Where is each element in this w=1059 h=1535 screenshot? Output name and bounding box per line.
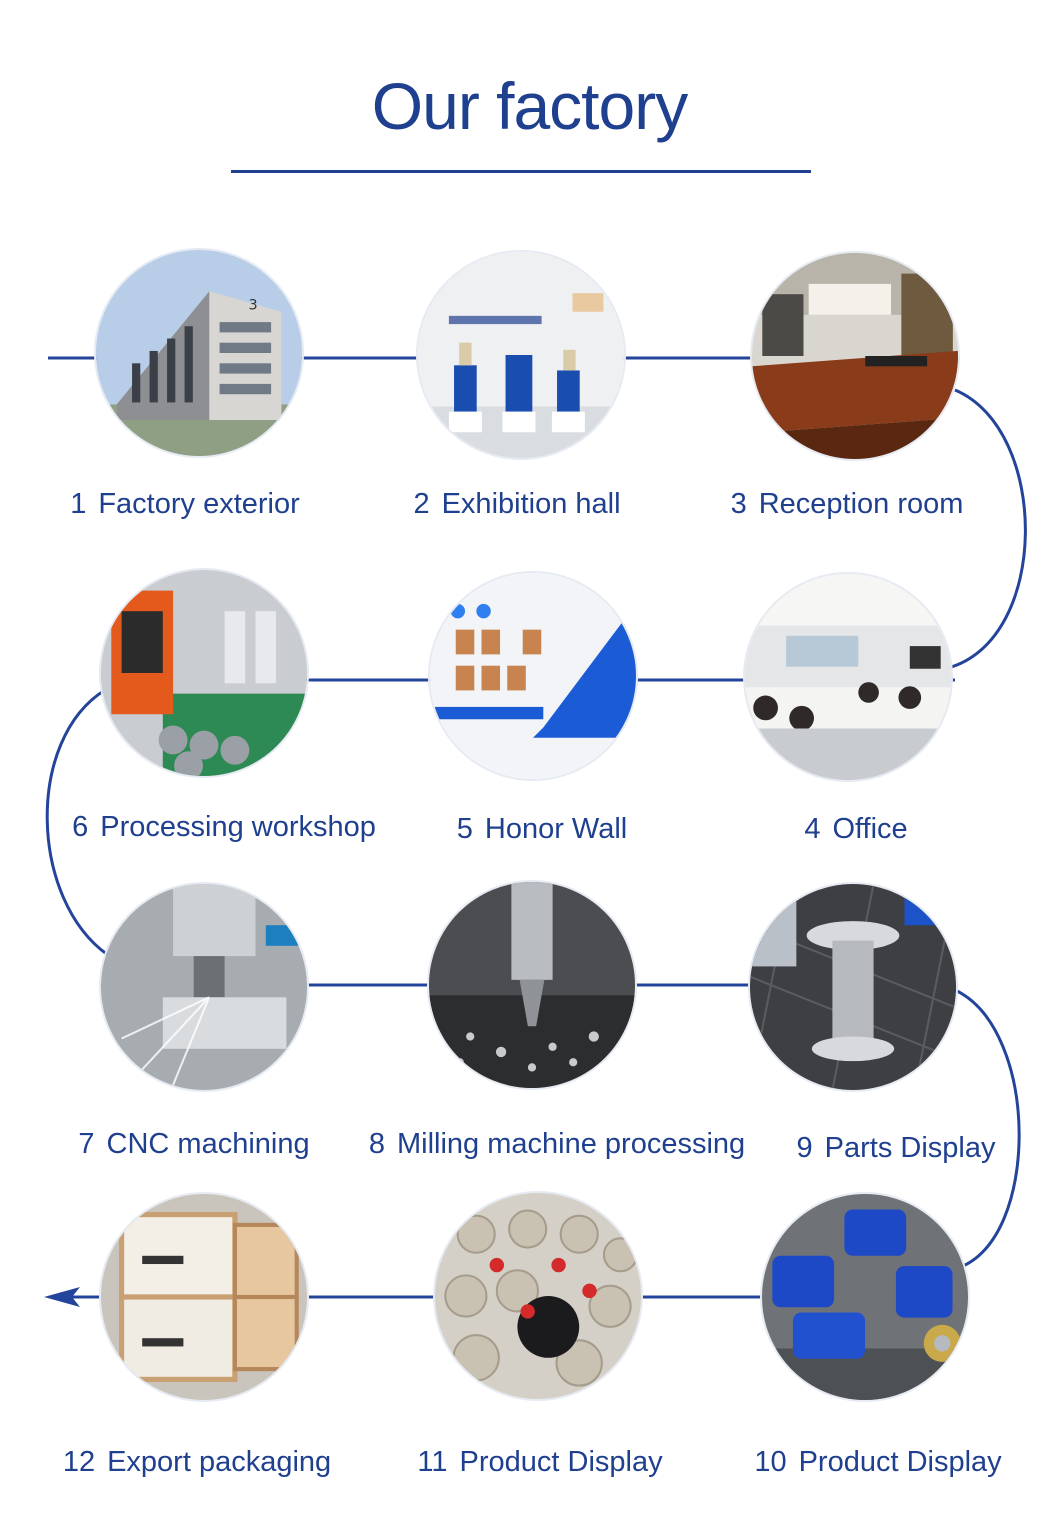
photo-office xyxy=(745,574,951,780)
motor-pumps-photo-icon xyxy=(762,1194,968,1400)
cnc-photo-icon xyxy=(101,884,307,1090)
reception-photo-icon xyxy=(752,253,958,459)
title-underline xyxy=(231,170,811,173)
photo-cnc-machining xyxy=(101,884,307,1090)
photo-factory-exterior: 3 xyxy=(96,250,302,456)
building-photo-icon: 3 xyxy=(96,250,302,456)
workshop-photo-icon xyxy=(101,570,307,776)
flow-arrow-icon xyxy=(44,1287,80,1307)
office-photo-icon xyxy=(745,574,951,780)
photo-diaphragm-pumps xyxy=(435,1193,641,1399)
photo-parts-display xyxy=(750,884,956,1090)
page-title: Our factory xyxy=(371,69,688,143)
photo-export-packaging xyxy=(101,1194,307,1400)
photo-reception-room xyxy=(752,253,958,459)
crates-photo-icon xyxy=(101,1194,307,1400)
milling-photo-icon xyxy=(429,882,635,1088)
svg-text:3: 3 xyxy=(248,298,257,314)
honor-wall-photo-icon xyxy=(430,573,636,779)
photo-processing-workshop xyxy=(101,570,307,776)
photo-honor-wall xyxy=(430,573,636,779)
photo-motor-pumps xyxy=(762,1194,968,1400)
photo-exhibition-hall xyxy=(418,252,624,458)
diaphragm-pumps-photo-icon xyxy=(435,1193,641,1399)
parts-photo-icon xyxy=(750,884,956,1090)
showroom-photo-icon xyxy=(418,252,624,458)
photo-milling-machine xyxy=(429,882,635,1088)
